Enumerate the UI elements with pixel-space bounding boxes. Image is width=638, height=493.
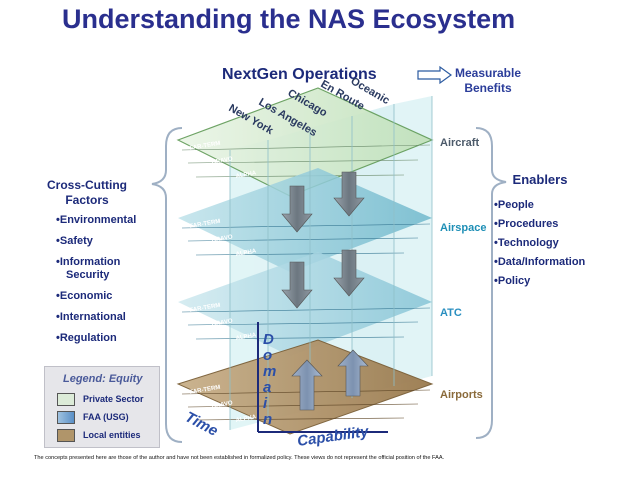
aircraft-bravo-label: BRAVO [211, 156, 233, 166]
aircraft-far-term-label: FAR-TERM [189, 141, 221, 152]
down-arrows [281, 171, 365, 309]
aircraft-alpha-label: ALPHA [235, 170, 257, 180]
enablers-title: Enablers [512, 172, 568, 187]
enablers-list: People Procedures Technology Data/Inform… [494, 199, 614, 294]
airports-alpha-label: ALPHA [235, 414, 257, 424]
list-item: International [56, 311, 166, 324]
list-item: Policy [494, 275, 614, 288]
list-item: Technology [494, 237, 614, 250]
cross-cutting-title: Cross-Cutting Factors [47, 178, 127, 207]
measurable-benefits-label: Measurable Benefits [454, 66, 522, 95]
atc-bravo-label: BRAVO [211, 318, 233, 328]
airports-bravo-label: BRAVO [211, 400, 233, 410]
up-arrow-2 [337, 349, 369, 397]
right-brace [475, 127, 507, 439]
legend-label: Local entities [83, 429, 141, 440]
left-brace [151, 127, 183, 443]
atc-far-term-label: FAR-TERM [189, 303, 221, 314]
down-arrow-4 [333, 249, 365, 297]
up-arrows [291, 349, 369, 411]
layer-label-atc: ATC [440, 307, 462, 319]
domain-letter: D [263, 331, 274, 348]
legend-item-local-entities: Local entities [57, 429, 141, 442]
legend-label: FAA (USG) [83, 411, 129, 422]
domain-letter: o [263, 347, 272, 364]
list-item: Safety [56, 235, 166, 248]
list-item: Procedures [494, 218, 614, 231]
footnote: The concepts presented here are those of… [34, 455, 445, 461]
domain-letter: a [263, 379, 271, 396]
list-item: Regulation [56, 332, 166, 345]
list-item: Data/Information [494, 256, 614, 269]
domain-letter: m [263, 363, 276, 380]
cross-cutting-list: Environmental Safety Information Securit… [56, 214, 166, 353]
airspace-alpha-label: ALPHA [235, 248, 257, 258]
airports-far-term-label: FAR-TERM [189, 385, 221, 396]
axes [257, 322, 388, 433]
list-item: People [494, 199, 614, 212]
layer-label-aircraft: Aircraft [440, 137, 480, 149]
down-arrow-3 [281, 261, 313, 309]
legend-swatch [57, 411, 75, 424]
legend-item-private-sector: Private Sector [57, 393, 144, 406]
sublayer-labels: FAR-TERM BRAVO ALPHA FAR-TERM BRAVO ALPH… [189, 141, 257, 424]
time-axis-label: Time [182, 409, 221, 440]
benefits-arrow [417, 65, 453, 85]
list-item: Environmental [56, 214, 166, 227]
legend-swatch [57, 429, 75, 442]
down-arrow-1 [281, 185, 313, 233]
domain-letter: i [263, 395, 268, 412]
list-item: Information Security [56, 256, 146, 282]
airspace-far-term-label: FAR-TERM [189, 219, 221, 230]
atc-alpha-label: ALPHA [235, 332, 257, 342]
atc-layer [178, 252, 432, 356]
airspace-bravo-label: BRAVO [211, 234, 233, 244]
nextgen-operations-label: NextGen Operations [222, 66, 377, 83]
legend-title: Legend: Equity [63, 373, 143, 385]
legend-swatch [57, 393, 75, 406]
legend: Legend: Equity Private Sector FAA (USG) … [44, 366, 160, 448]
list-item: Economic [56, 290, 166, 303]
legend-label: Private Sector [83, 393, 144, 404]
layer-label-airspace: Airspace [440, 222, 487, 234]
domain-letter: n [263, 411, 272, 428]
down-arrow-2 [333, 171, 365, 217]
layer-label-airports: Airports [440, 389, 483, 401]
legend-item-faa: FAA (USG) [57, 411, 129, 424]
page-title: Understanding the NAS Ecosystem [62, 4, 516, 34]
up-arrow-1 [291, 359, 323, 411]
domain-axis-label: D o m a i n [263, 331, 281, 428]
